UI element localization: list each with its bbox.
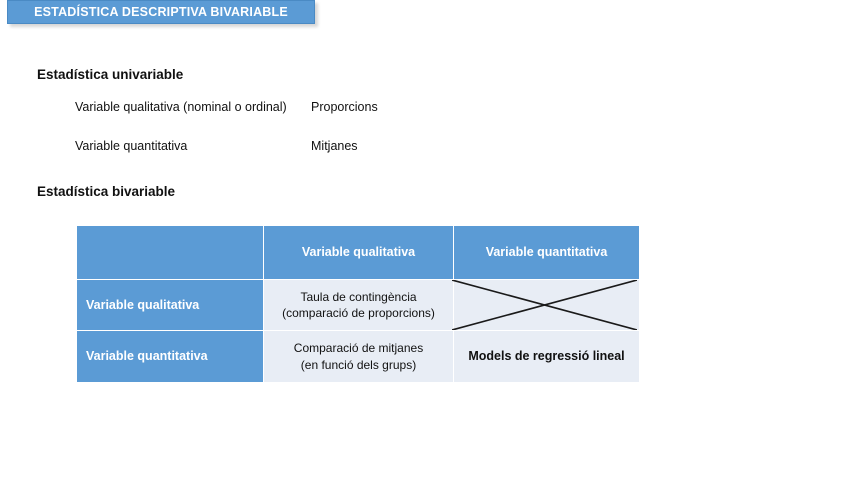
matrix-cell-qual-qual-line2: (comparació de proporcions) xyxy=(282,306,435,320)
univariable-row-2-value: Mitjanes xyxy=(311,139,358,153)
matrix-cell-quant-qual-line2: (en funció dels grups) xyxy=(300,357,417,372)
matrix-row-header-quantitativa-label: Variable quantitativa xyxy=(86,349,208,364)
matrix-cell-quant-qual: Comparació de mitjanes (en funció dels g… xyxy=(264,331,453,382)
matrix-row-header-qualitativa-label: Variable qualitativa xyxy=(86,297,200,312)
slide-title-text: ESTADÍSTICA DESCRIPTIVA BIVARIABLE xyxy=(34,5,288,19)
matrix-cell-qual-qual: Taula de contingència (comparació de pro… xyxy=(264,280,453,330)
matrix-row-header-qualitativa: Variable qualitativa xyxy=(77,280,263,330)
matrix-column-header-qualitativa-label: Variable qualitativa xyxy=(301,245,416,260)
section-heading-bivariable: Estadística bivariable xyxy=(37,184,176,199)
matrix-cell-quant-qual-line1: Comparació de mitjanes xyxy=(293,341,424,356)
matrix-row-header-quantitativa: Variable quantitativa xyxy=(77,331,263,382)
matrix-cell-qual-qual-line1: Taula de contingència xyxy=(300,289,417,304)
matrix-cell-quant-quant-label: Models de regressió lineal xyxy=(468,349,625,364)
matrix-corner-cell xyxy=(77,226,263,279)
matrix-cell-qual-quant-crossed xyxy=(454,280,639,330)
slide-title-banner: ESTADÍSTICA DESCRIPTIVA BIVARIABLE xyxy=(7,0,315,24)
section-heading-univariable: Estadística univariable xyxy=(37,67,184,82)
matrix-cell-quant-qual-text: Comparació de mitjanes (en funció dels g… xyxy=(294,340,423,372)
matrix-column-header-quantitativa-label: Variable quantitativa xyxy=(485,245,608,260)
univariable-row-2-label: Variable quantitativa xyxy=(75,139,188,153)
bivariable-matrix-table: Variable qualitativa Variable quantitati… xyxy=(77,226,639,382)
matrix-column-header-quantitativa: Variable quantitativa xyxy=(454,226,639,279)
matrix-cell-qual-qual-text: Taula de contingència (comparació de pro… xyxy=(282,289,435,321)
matrix-column-header-qualitativa: Variable qualitativa xyxy=(264,226,453,279)
matrix-cell-quant-quant: Models de regressió lineal xyxy=(454,331,639,382)
univariable-row-1-value: Proporcions xyxy=(311,100,378,114)
univariable-row-1-label: Variable qualitativa (nominal o ordinal) xyxy=(75,100,287,114)
